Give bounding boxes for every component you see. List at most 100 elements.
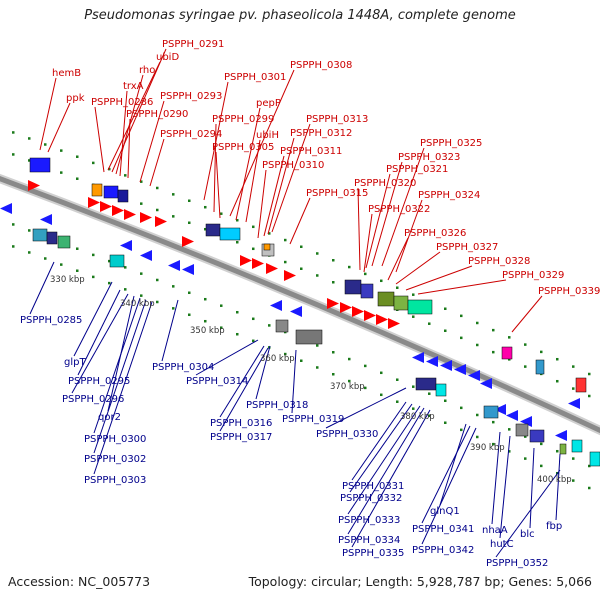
- tick-dot-1: [476, 343, 479, 347]
- forward-leader-line: [395, 251, 441, 285]
- tick-dot-1: [316, 274, 319, 277]
- forward-leader-line: [371, 161, 403, 267]
- tick-dot-3: [92, 275, 95, 279]
- reverse-gene-label: PSPPH_0300: [84, 434, 146, 445]
- reverse-gene-arrow: [555, 430, 567, 441]
- gene-feature-block: [559, 443, 567, 455]
- gene-feature-block: [344, 279, 362, 295]
- tick-dot-0: [12, 131, 15, 134]
- tick-dot-1: [76, 177, 79, 180]
- forward-gene-label: PSPPH_0321: [386, 164, 448, 175]
- gene-feature-block: [529, 429, 545, 443]
- tick-dot-3: [364, 386, 367, 390]
- forward-gene-arrow: [124, 209, 136, 220]
- forward-leader-line: [289, 197, 311, 245]
- forward-gene-arrow: [155, 216, 167, 227]
- tick-label: 380 kbp: [400, 412, 435, 422]
- reverse-gene-label: PSPPH_0332: [340, 493, 402, 504]
- tick-dot-1: [556, 379, 559, 383]
- tick-dot-3: [44, 257, 47, 260]
- reverse-gene-arrow: [120, 240, 132, 251]
- tick-dot-3: [220, 326, 223, 329]
- reverse-gene-arrow: [270, 300, 282, 311]
- forward-gene-label: PSPPH_0313: [306, 114, 368, 125]
- gene-feature-block: [377, 291, 395, 307]
- forward-leader-line: [127, 118, 131, 179]
- tick-dot-2: [108, 259, 111, 263]
- tick-dot-0: [92, 161, 95, 165]
- reverse-leader-line: [351, 401, 407, 481]
- tick-dot-2: [156, 278, 159, 282]
- tick-dot-3: [204, 319, 207, 323]
- tick-dot-3: [156, 300, 159, 304]
- tick-dot-2: [572, 457, 575, 460]
- length-label: Length:: [365, 574, 413, 589]
- reverse-gene-label: PSPPH_0331: [342, 481, 404, 492]
- forward-gene-label: PSPPH_0294: [160, 129, 222, 140]
- tick-label: 340 kbp: [120, 299, 155, 309]
- tick-dot-0: [60, 149, 63, 152]
- tick-dot-0: [172, 193, 175, 196]
- tick-dot-2: [444, 399, 447, 403]
- tick-dot-0: [492, 328, 495, 332]
- tick-dot-0: [508, 336, 511, 339]
- reverse-leader-line: [219, 345, 265, 418]
- tick-dot-1: [588, 394, 591, 398]
- topology-value: circular: [311, 574, 358, 589]
- tick-dot-0: [364, 272, 367, 276]
- tick-dot-3: [396, 400, 399, 403]
- tick-dot-0: [476, 321, 479, 325]
- tick-dot-0: [140, 180, 143, 183]
- tick-dot-2: [540, 442, 543, 446]
- reverse-gene-arrow: [480, 378, 492, 389]
- reverse-leader-line: [495, 469, 561, 558]
- tick-dot-0: [380, 279, 383, 283]
- tick-dot-2: [348, 357, 351, 361]
- forward-leader-line: [94, 106, 105, 173]
- tick-dot-3: [508, 450, 511, 453]
- forward-gene-arrow: [182, 236, 194, 247]
- tick-dot-2: [220, 304, 223, 307]
- gene-feature-block: [29, 157, 51, 173]
- tick-dot-2: [492, 420, 495, 424]
- tick-dot-0: [76, 155, 79, 158]
- tick-dot-0: [412, 293, 415, 296]
- reverse-leader-line: [351, 409, 431, 548]
- tick-dot-0: [204, 205, 207, 209]
- reverse-leader-line: [195, 339, 259, 376]
- forward-gene-label: PSPPH_0328: [468, 256, 530, 267]
- tick-label: 370 kbp: [330, 382, 365, 392]
- tick-dot-0: [588, 372, 591, 376]
- reverse-gene-arrow: [440, 360, 452, 371]
- tick-dot-3: [380, 393, 383, 397]
- tick-dot-3: [108, 281, 111, 285]
- label-leader-lines: [29, 48, 561, 558]
- tick-dot-2: [268, 324, 271, 327]
- reverse-gene-arrow: [290, 306, 302, 317]
- forward-gene-label: PSPPH_0308: [290, 60, 352, 71]
- genome-backbone: [0, 173, 600, 436]
- gene-feature-block: [515, 423, 529, 437]
- gene-feature-block: [117, 189, 129, 203]
- forward-leader-line: [235, 107, 261, 221]
- gene-feature-block: [393, 295, 409, 311]
- reverse-leader-line: [421, 425, 471, 524]
- forward-gene-label: PSPPH_0325: [420, 138, 482, 149]
- tick-dot-3: [540, 464, 543, 468]
- tick-dot-0: [268, 232, 271, 235]
- tick-dot-0: [188, 199, 191, 203]
- tick-dot-3: [444, 421, 447, 425]
- gene-feature-block: [57, 235, 71, 249]
- tick-dot-3: [76, 269, 79, 272]
- forward-leader-line: [47, 102, 71, 153]
- tick-dot-2: [476, 413, 479, 417]
- tick-label: 390 kbp: [470, 443, 505, 453]
- forward-leader-line: [405, 265, 473, 291]
- forward-leader-line: [139, 100, 165, 183]
- forward-leader-line: [119, 90, 128, 177]
- reverse-gene-label: PSPPH_0342: [412, 545, 474, 556]
- forward-gene-label: pepP: [256, 98, 281, 109]
- topology-label: Topology:: [248, 574, 308, 589]
- forward-gene-arrow: [352, 306, 364, 317]
